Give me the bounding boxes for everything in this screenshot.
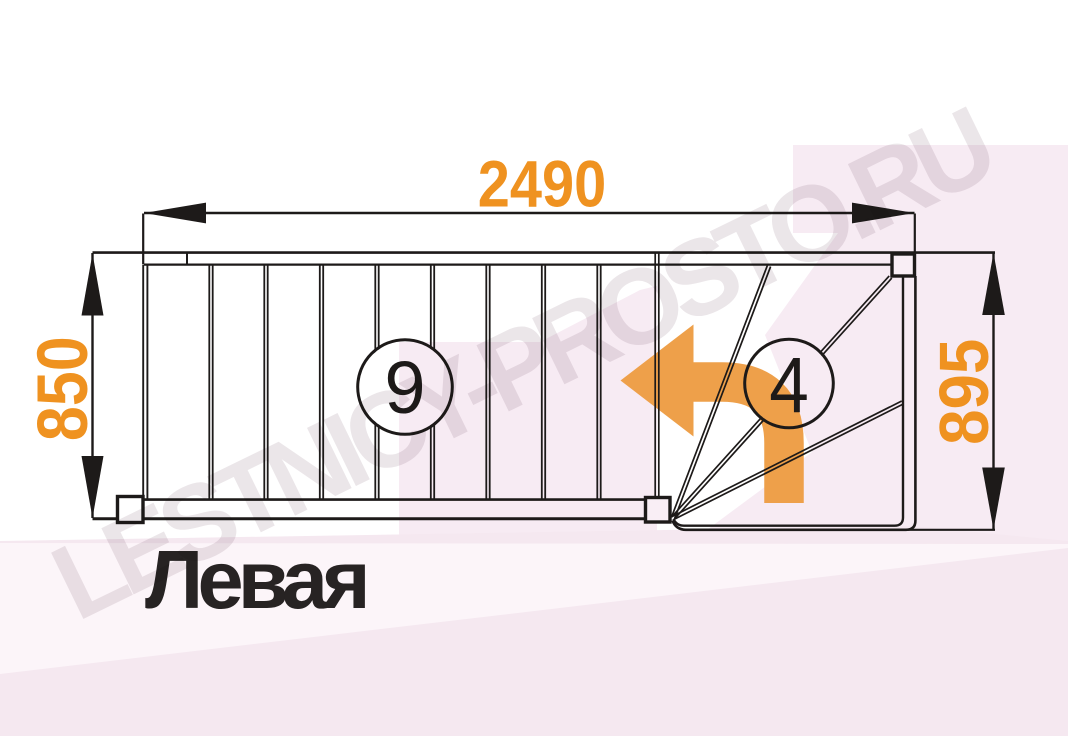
svg-text:2490: 2490 [478, 148, 606, 221]
svg-text:4: 4 [769, 341, 809, 429]
svg-text:Левая: Левая [145, 533, 365, 626]
svg-text:9: 9 [384, 346, 425, 429]
svg-text:850: 850 [23, 336, 102, 441]
svg-text:895: 895 [925, 339, 1003, 445]
